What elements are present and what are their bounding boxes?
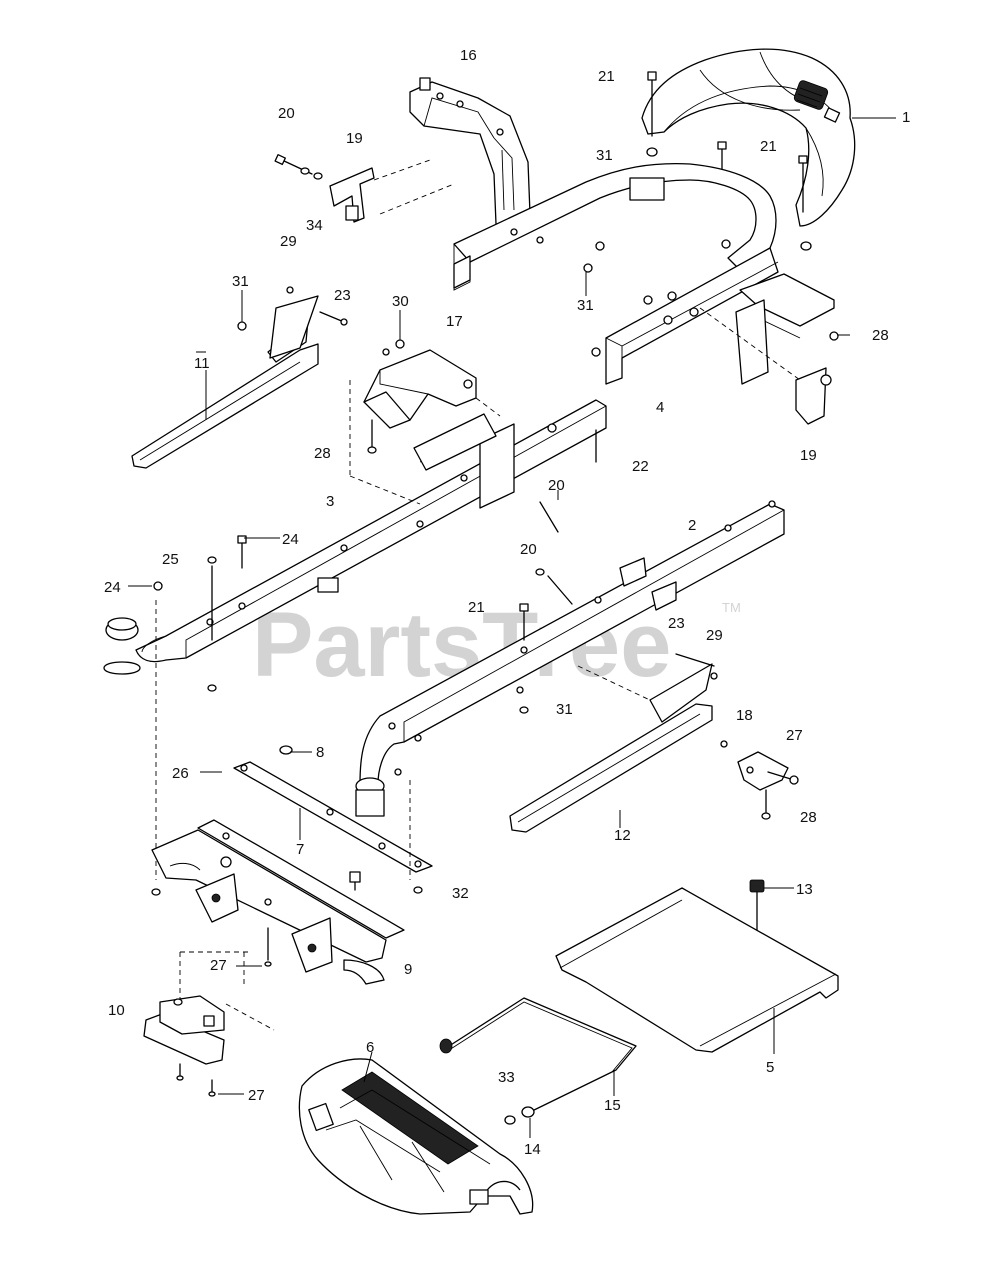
part-24-bolts bbox=[153, 535, 247, 591]
part-6-front-bumper bbox=[298, 1058, 534, 1215]
upper-rear-frame bbox=[453, 163, 839, 425]
callout-30: 30 bbox=[392, 293, 409, 310]
callout-10: 10 bbox=[108, 1002, 125, 1019]
callout-1: 1 bbox=[902, 109, 910, 126]
callout-7: 7 bbox=[296, 841, 304, 858]
part-3-left-frame bbox=[103, 380, 607, 880]
callout-19: 19 bbox=[800, 447, 817, 464]
callout-3: 3 bbox=[326, 493, 334, 510]
callout-23: 23 bbox=[668, 615, 685, 632]
part-17-center-bracket bbox=[363, 339, 501, 463]
callout-28: 28 bbox=[800, 809, 817, 826]
callout-9: 9 bbox=[404, 961, 412, 978]
callout-17: 17 bbox=[446, 313, 463, 330]
part-15-rod bbox=[439, 997, 637, 1125]
part-9-front-bracket bbox=[151, 819, 405, 1010]
callout-28: 28 bbox=[872, 327, 889, 344]
callout-32: 32 bbox=[452, 885, 469, 902]
callout-31: 31 bbox=[577, 297, 594, 314]
callout-22: 22 bbox=[632, 458, 649, 475]
callout-34: 34 bbox=[306, 217, 323, 234]
callout-14: 14 bbox=[524, 1141, 541, 1158]
callout-19: 19 bbox=[346, 130, 363, 147]
callout-29: 29 bbox=[280, 233, 297, 250]
callout-26: 26 bbox=[172, 765, 189, 782]
part-10-plate bbox=[143, 995, 275, 1097]
callout-labels: 1 16 21 20 19 31 21 34 29 31 23 30 17 31… bbox=[104, 47, 910, 1158]
callout-31: 31 bbox=[556, 701, 573, 718]
part-18-bracket bbox=[720, 740, 799, 820]
callout-13: 13 bbox=[796, 881, 813, 898]
watermark-trademark: TM bbox=[722, 600, 741, 615]
callout-23: 23 bbox=[334, 287, 351, 304]
part-20-bolt-upper bbox=[274, 154, 455, 215]
callout-21: 21 bbox=[760, 138, 777, 155]
callout-12: 12 bbox=[614, 827, 631, 844]
callout-25: 25 bbox=[162, 551, 179, 568]
part-1-rear-cover bbox=[641, 48, 856, 227]
callout-8: 8 bbox=[316, 744, 324, 761]
part-2-right-frame bbox=[355, 500, 785, 817]
callout-27: 27 bbox=[248, 1087, 265, 1104]
leader-lines bbox=[128, 117, 896, 1138]
part-19-upper-bracket bbox=[329, 167, 375, 223]
callout-15: 15 bbox=[604, 1097, 621, 1114]
callout-33: 33 bbox=[498, 1069, 515, 1086]
callout-20: 20 bbox=[520, 541, 537, 558]
part-12-right-rail bbox=[509, 653, 718, 833]
callout-5: 5 bbox=[766, 1059, 774, 1076]
part-16-bracket bbox=[409, 77, 531, 227]
part-20-bolts bbox=[535, 501, 573, 605]
callout-4: 4 bbox=[656, 399, 664, 416]
callout-16: 16 bbox=[460, 47, 477, 64]
part-7-strap bbox=[233, 745, 433, 873]
callout-31: 31 bbox=[232, 273, 249, 290]
callout-21: 21 bbox=[468, 599, 485, 616]
callout-31: 31 bbox=[596, 147, 613, 164]
callout-24: 24 bbox=[104, 579, 121, 596]
callout-21: 21 bbox=[598, 68, 615, 85]
callout-29: 29 bbox=[706, 627, 723, 644]
callout-27: 27 bbox=[786, 727, 803, 744]
part-11-left-rail bbox=[131, 286, 348, 469]
callout-6: 6 bbox=[366, 1039, 374, 1056]
callout-11: 11 bbox=[194, 355, 210, 372]
part-5-floor-pan bbox=[555, 879, 839, 1053]
callout-27: 27 bbox=[210, 957, 227, 974]
callout-20: 20 bbox=[548, 477, 565, 494]
part-21-bolts-cover bbox=[646, 71, 812, 251]
callout-2: 2 bbox=[688, 517, 696, 534]
callout-18: 18 bbox=[736, 707, 753, 724]
callout-20: 20 bbox=[278, 105, 295, 122]
callout-24: 24 bbox=[282, 531, 299, 548]
part-32-bolt bbox=[349, 780, 423, 894]
callout-28: 28 bbox=[314, 445, 331, 462]
